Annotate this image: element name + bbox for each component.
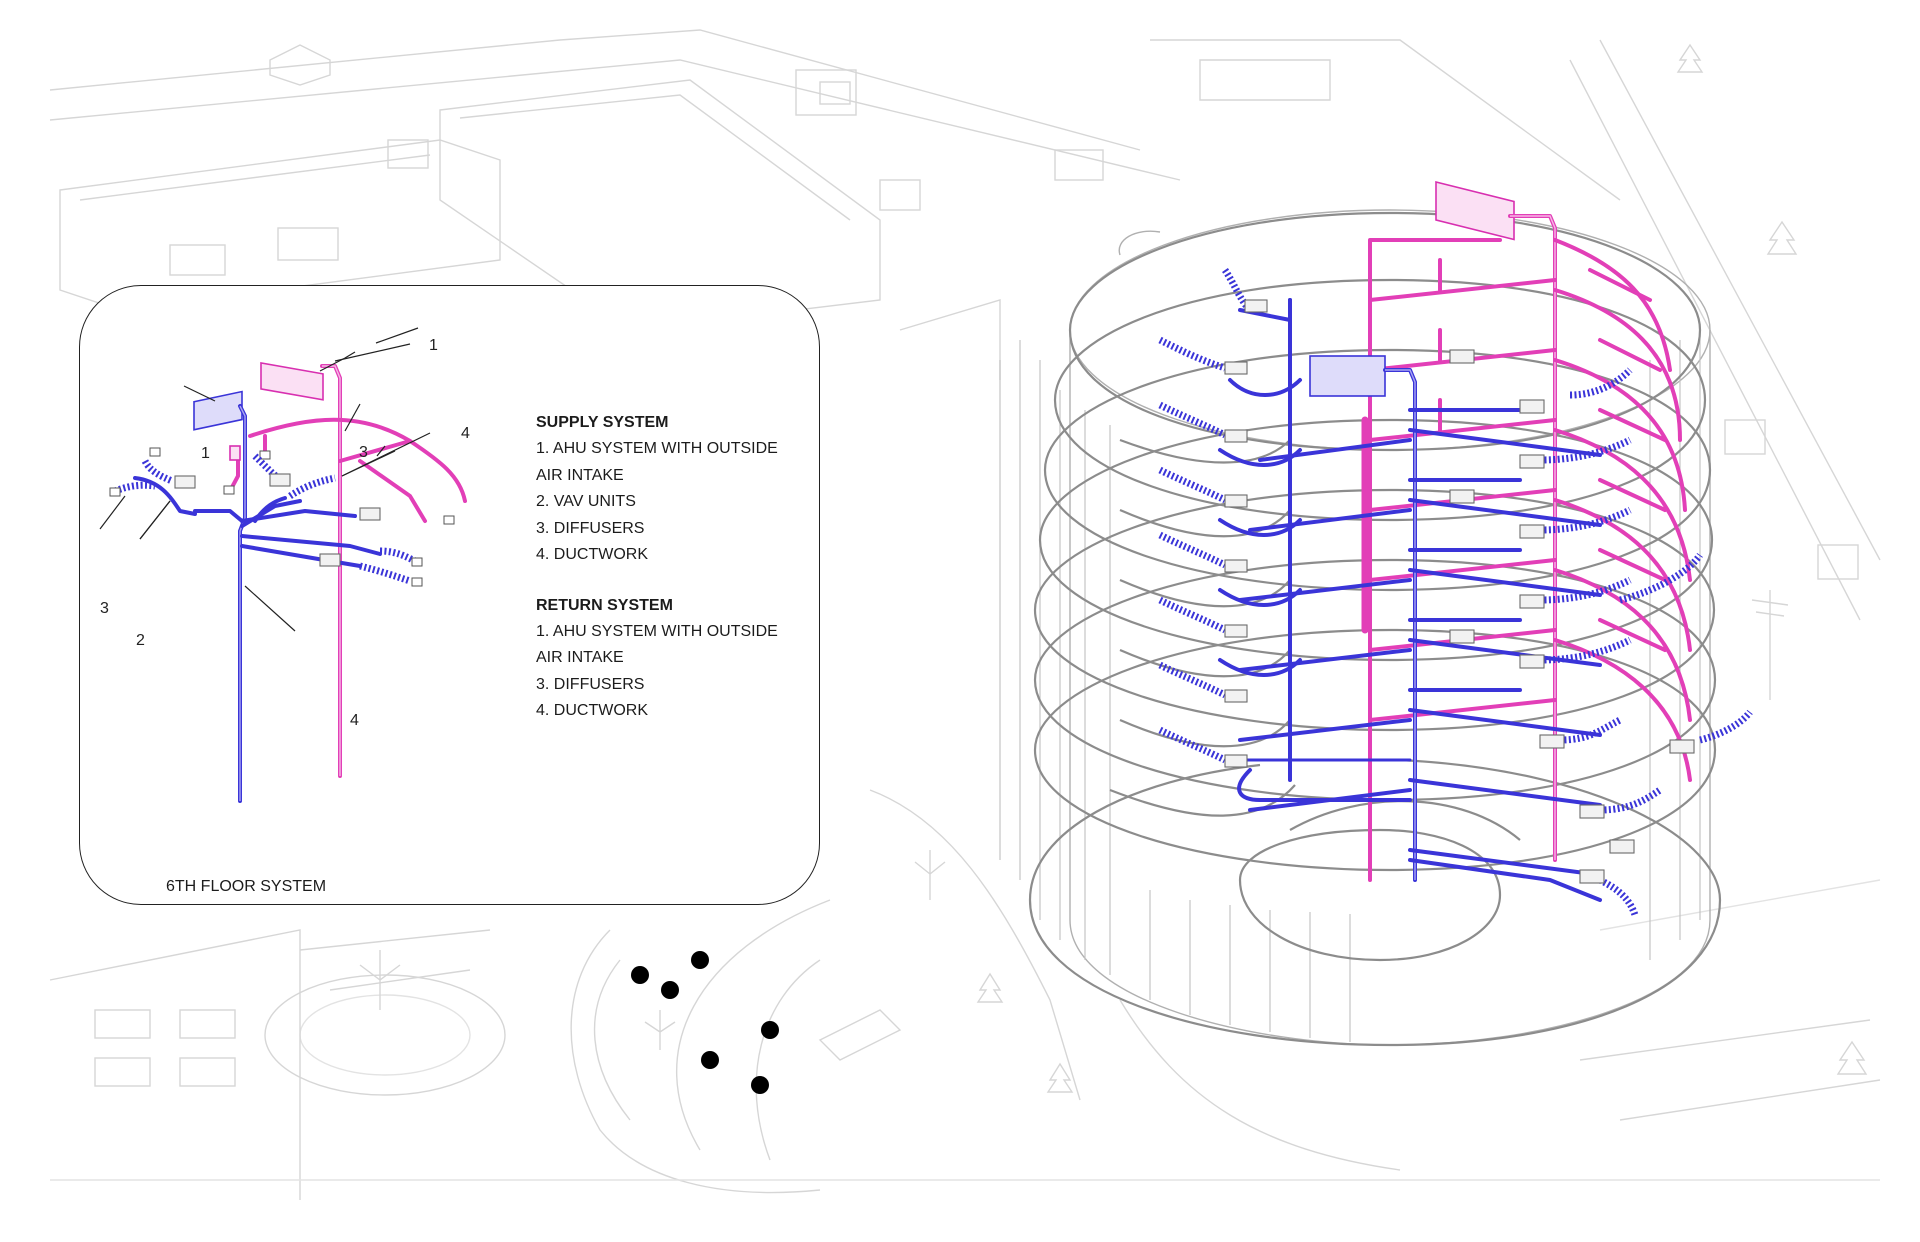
return-item: 4. DUCTWORK [536,702,648,719]
site-context [49,29,1881,1200]
supply-item: 1. AHU SYSTEM WITH OUTSIDE [536,440,778,457]
return-item: 1. AHU SYSTEM WITH OUTSIDE [536,622,778,640]
callout-supply-duct: 4 [461,425,470,442]
vav-units [1224,299,1695,884]
callout-supply-diffuser: 3 [359,444,368,461]
callout-return-duct: 4 [350,712,359,729]
callout-return-diffuser: 3 [100,600,109,617]
return-item: AIR INTAKE [536,649,624,666]
supply-item: AIR INTAKE [536,466,624,484]
supply-item: 3. DIFFUSERS [536,519,645,537]
inset-return-system [109,390,423,803]
inset-panel: 1 3 4 1 3 2 4 SUPPLY SYSTEM 1. AHU SYSTE… [79,285,820,905]
callout-supply-ahu: 1 [429,337,438,354]
supply-item: 2. VAV UNITS [536,493,636,510]
inset-caption: 6TH FLOOR SYSTEM [166,878,327,895]
callout-return-vav: 2 [136,632,145,649]
callout-leaders [99,327,431,632]
return-system [1158,268,1753,917]
inset-supply-system [223,361,467,778]
return-system-title: RETURN SYSTEM [536,596,673,614]
legend: SUPPLY SYSTEM 1. AHU SYSTEM WITH OUTSIDE… [536,410,806,725]
inset-diagram [99,327,467,803]
callout-return-ahu: 1 [201,445,210,462]
return-item: 3. DIFFUSERS [536,675,645,693]
supply-item: 4. DUCTWORK [536,546,648,563]
supply-system-title: SUPPLY SYSTEM [536,414,669,431]
